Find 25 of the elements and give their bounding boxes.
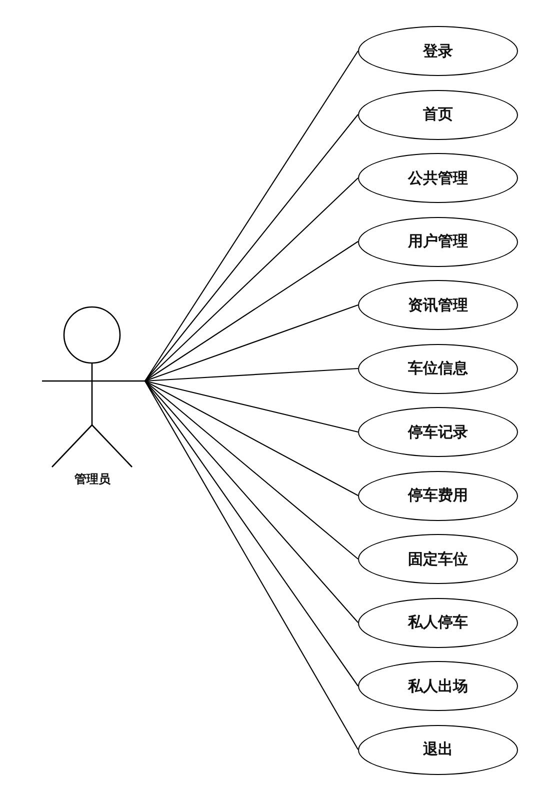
association-line [144, 304, 358, 382]
use-case-ellipse: 停车记录 [358, 407, 518, 457]
association-line [144, 380, 358, 433]
use-case-ellipse: 私人停车 [358, 598, 518, 648]
use-case-ellipse: 公共管理 [358, 153, 518, 203]
association-line [144, 380, 358, 686]
association-line [144, 368, 358, 382]
association-line [144, 114, 358, 382]
association-line [144, 380, 358, 560]
use-case-ellipse: 固定车位 [358, 534, 518, 584]
use-case-ellipse: 首页 [358, 90, 518, 140]
use-case-ellipse: 资讯管理 [358, 280, 518, 330]
association-line [144, 380, 358, 623]
use-case-ellipse: 用户管理 [358, 216, 518, 266]
association-line [144, 380, 358, 750]
use-case-ellipse: 车位信息 [358, 344, 518, 394]
use-case-ellipse: 登录 [358, 26, 518, 76]
association-line [144, 50, 358, 382]
actor-label: 管理员 [74, 471, 110, 488]
association-line [144, 380, 358, 496]
use-case-ellipse: 退出 [358, 724, 518, 774]
use-case-ellipse: 停车费用 [358, 470, 518, 520]
use-case-ellipse: 私人出场 [358, 661, 518, 711]
association-line [144, 178, 358, 382]
association-line [144, 241, 358, 382]
